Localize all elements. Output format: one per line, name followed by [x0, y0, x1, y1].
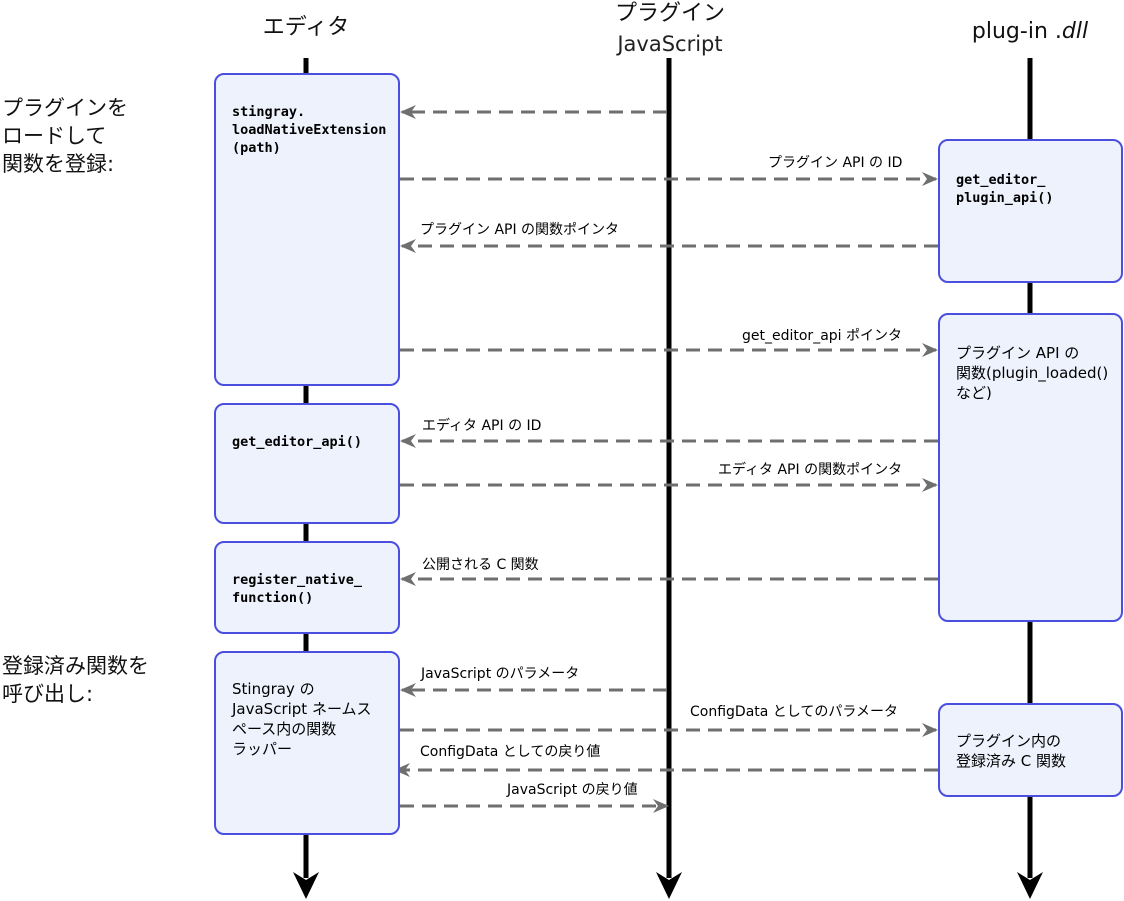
- register-native-line-2: function(): [232, 590, 314, 606]
- load-ext-line-2: loadNativeExtension: [232, 122, 387, 138]
- phase-load-line-3: 関数を登録:: [2, 152, 115, 176]
- dll-title-em: dll: [1061, 19, 1089, 44]
- get-plugin-api-line-2: plugin_api(): [956, 190, 1054, 206]
- dll-lane-title: plug-in .dll: [950, 20, 1110, 44]
- plugin-funcs-line-1: プラグイン API の: [956, 344, 1080, 362]
- msg-config-return: ConfigData としての戻り値: [420, 744, 601, 760]
- js-wrapper-line-3: ペース内の関数: [232, 720, 337, 738]
- get-editor-api-box: get_editor_api(): [214, 403, 400, 524]
- register-native-function-box: register_native_ function(): [214, 541, 400, 634]
- js-lifeline-arrowhead: [656, 872, 682, 899]
- registered-c-function-box: プラグイン内の 登録済み C 関数: [938, 703, 1123, 797]
- js-wrapper-line-4: ラッパー: [232, 740, 293, 758]
- phase-call-label: 登録済み関数を 呼び出し:: [2, 652, 149, 708]
- js-wrapper-line-2: JavaScript ネームス: [232, 700, 372, 718]
- msg-plugin-api-id: プラグイン API の ID: [768, 155, 903, 171]
- plugin-funcs-line-2: 関数(plugin_loaded(): [956, 364, 1109, 382]
- plugin-api-functions-box: プラグイン API の 関数(plugin_loaded() など): [938, 313, 1123, 622]
- msg-editor-api-id: エディタ API の ID: [422, 418, 542, 434]
- msg-editor-api-ptr: エディタ API の関数ポインタ: [718, 462, 903, 478]
- js-function-wrapper-box: Stingray の JavaScript ネームス ペース内の関数 ラッパー: [214, 651, 400, 835]
- get-plugin-api-line-1: get_editor_: [956, 172, 1046, 188]
- editor-lifeline-arrowhead: [293, 872, 319, 899]
- load-ext-line-3: (path): [232, 140, 281, 156]
- load-ext-line-1: stingray.: [232, 104, 306, 120]
- msg-plugin-api-ptr: プラグイン API の関数ポインタ: [420, 222, 620, 238]
- get-editor-plugin-api-box: get_editor_ plugin_api(): [938, 139, 1123, 283]
- dll-title-prefix: plug-in .: [971, 19, 1062, 44]
- register-native-line-1: register_native_: [232, 572, 363, 588]
- phase-load-line-1: プラグインを: [2, 96, 128, 120]
- msg-config-params: ConfigData としてのパラメータ: [690, 704, 898, 720]
- plugin-funcs-line-3: など): [956, 384, 992, 402]
- editor-title-text: エディタ: [262, 15, 350, 40]
- registered-c-line-1: プラグイン内の: [956, 732, 1062, 750]
- phase-call-line-1: 登録済み関数を: [2, 654, 149, 678]
- get-editor-api-line-1: get_editor_api(): [232, 434, 363, 450]
- dll-lifeline-arrowhead: [1017, 872, 1043, 899]
- js-title-text: プラグイン: [614, 1, 725, 26]
- phase-load-line-2: ロードして: [2, 124, 107, 148]
- js-lane-title: プラグイン JavaScript: [590, 1, 750, 57]
- registered-c-line-2: 登録済み C 関数: [956, 752, 1067, 770]
- js-subtitle-text: JavaScript: [617, 32, 723, 56]
- msg-js-params: JavaScript のパラメータ: [421, 666, 580, 682]
- msg-js-return: JavaScript の戻り値: [507, 782, 638, 798]
- editor-lane-title: エディタ: [246, 16, 366, 40]
- phase-call-line-2: 呼び出し:: [2, 682, 94, 706]
- msg-get-editor-api-ptr: get_editor_api ポインタ: [742, 328, 902, 344]
- phase-load-label: プラグインを ロードして 関数を登録:: [2, 94, 128, 178]
- msg-public-c: 公開される C 関数: [422, 557, 539, 573]
- js-wrapper-line-1: Stingray の: [232, 680, 315, 698]
- load-native-extension-box: stingray. loadNativeExtension (path): [214, 73, 400, 386]
